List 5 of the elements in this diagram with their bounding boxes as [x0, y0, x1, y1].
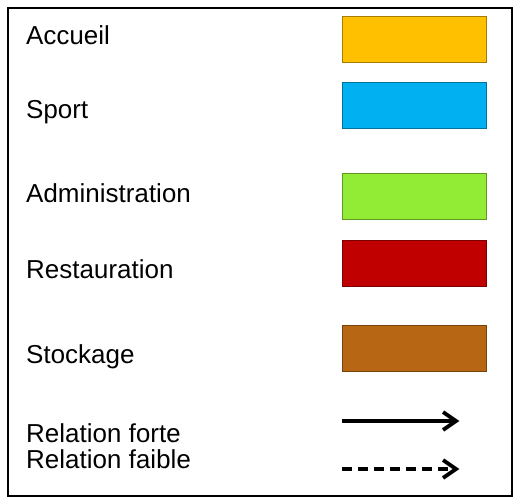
legend-label: Accueil — [26, 20, 110, 50]
legend-label: Sport — [26, 94, 88, 124]
legend-label: Administration — [26, 178, 191, 208]
legend-label: Stockage — [26, 339, 134, 369]
legend-label: Restauration — [26, 254, 174, 284]
